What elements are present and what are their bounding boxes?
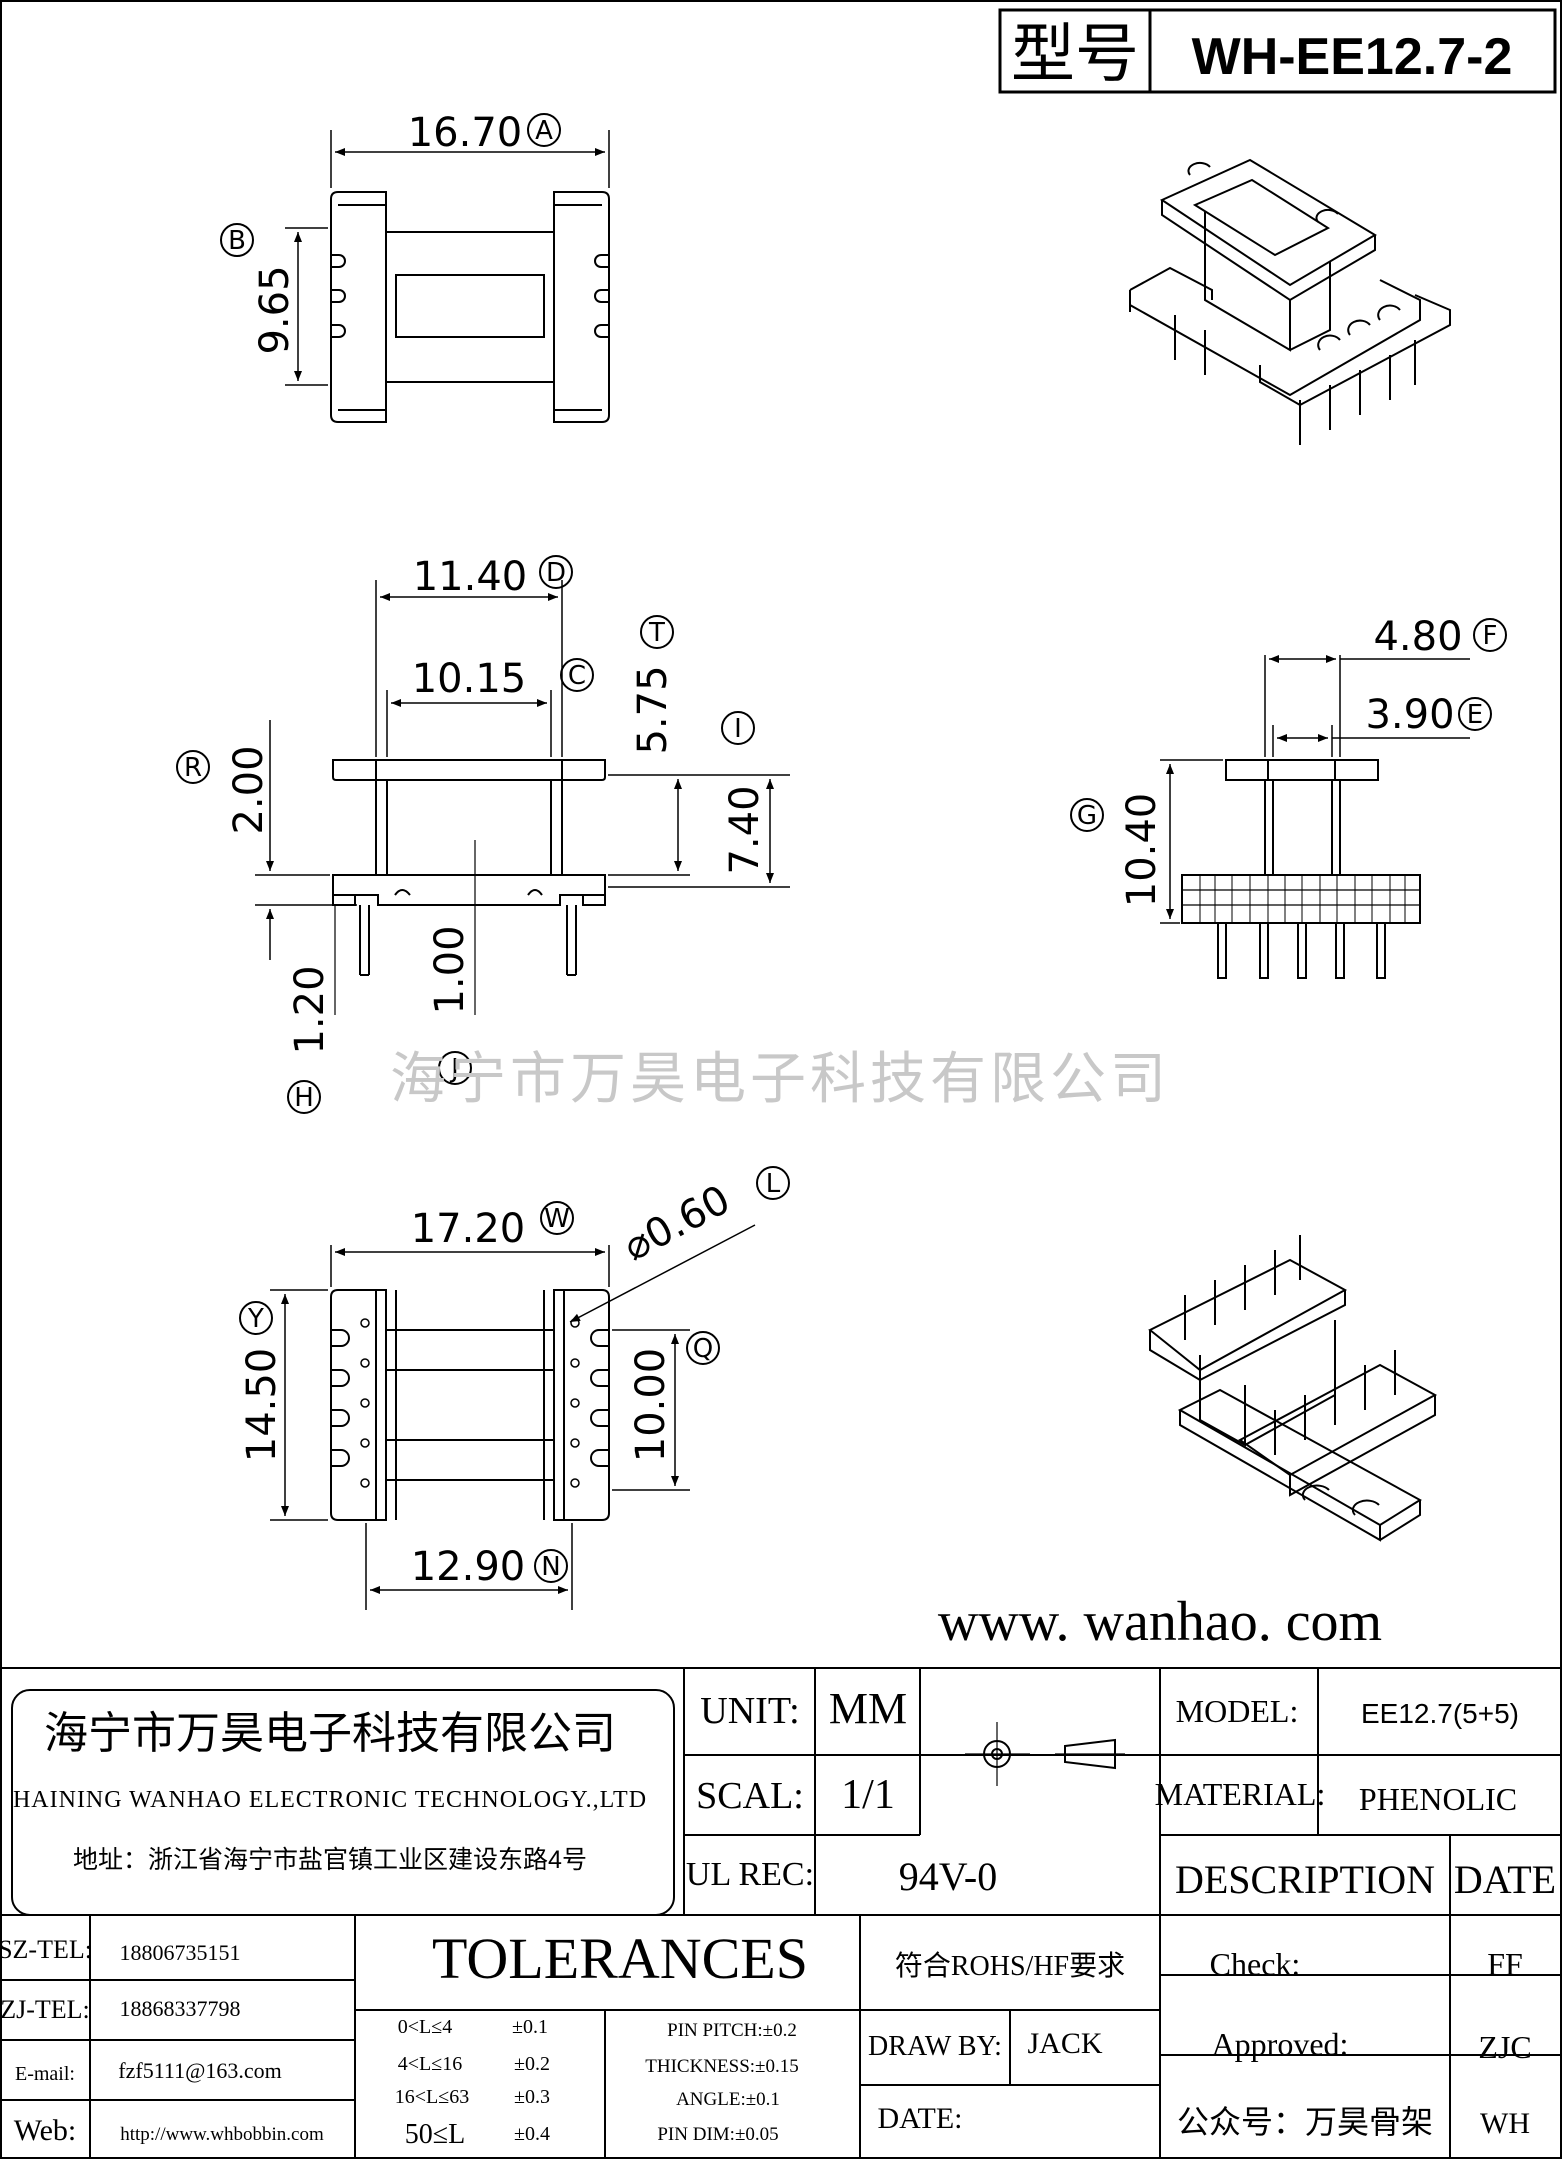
company-name-cn: 海宁市万昊电子科技有限公司	[44, 1709, 616, 1758]
material-value: PHENOLIC	[1359, 1781, 1517, 1817]
contact-label-email: E-mail:	[15, 2063, 75, 2085]
draw-by-value: JACK	[1027, 2027, 1102, 2060]
approved-value: ZJC	[1478, 2029, 1531, 2065]
dim-B-value: 9.65	[252, 265, 298, 354]
wechat-label: 公众号：万昊骨架	[1177, 2104, 1433, 2140]
contact-label-web: Web:	[14, 2114, 77, 2147]
tol-thickness: THICKNESS:±0.15	[645, 2056, 798, 2077]
scale-value: 1/1	[841, 1772, 895, 1818]
tag-T: T	[648, 618, 665, 648]
tol-range-2: 4<L≤16	[398, 2053, 462, 2075]
model-spec-value: EE12.7(5+5)	[1361, 1698, 1519, 1729]
dim-A-value: 16.70	[408, 110, 523, 156]
unit-value: MM	[829, 1684, 907, 1733]
dim-I-value: 7.40	[722, 785, 768, 874]
dim-Y-value: 14.50	[239, 1348, 285, 1463]
tol-value-2: ±0.2	[514, 2053, 550, 2075]
tol-range-1: 0<L≤4	[398, 2016, 452, 2038]
dim-C-value: 10.15	[412, 656, 527, 702]
rohs-note: 符合ROHS/HF要求	[895, 1950, 1125, 1982]
tag-Q: Q	[693, 1334, 713, 1364]
tol-range-4: 50≤L	[405, 2119, 465, 2150]
tag-E: E	[1467, 700, 1483, 730]
dim-D-value: 11.40	[413, 554, 528, 600]
tag-J: J	[449, 1054, 459, 1084]
wechat-value: WH	[1480, 2107, 1530, 2140]
contact-label-sz-tel: SZ-TEL:	[0, 1935, 92, 1964]
tol-angle: ANGLE:±0.1	[676, 2089, 780, 2110]
dim-L-value: 0.60	[637, 1177, 737, 1259]
tag-R: R	[184, 753, 202, 783]
isometric-view-top	[1129, 158, 1451, 445]
contact-value-email: fzf5111@163.com	[118, 2058, 281, 2083]
tolerances-title: TOLERANCES	[432, 1926, 808, 1991]
contact-label-zj-tel: ZJ-TEL:	[0, 1995, 90, 2024]
dim-G-value: 10.40	[1119, 793, 1165, 908]
dim-N-value: 12.90	[411, 1544, 526, 1590]
tag-G: G	[1077, 801, 1097, 831]
dim-E-value: 3.90	[1365, 692, 1454, 738]
dim-R-value: 2.00	[226, 745, 272, 834]
side-view	[1160, 655, 1470, 979]
date-header: DATE	[1454, 1857, 1556, 1902]
tag-Y: Y	[247, 1304, 264, 1334]
tag-I: I	[734, 714, 742, 744]
model-number: WH-EE12.7-2	[1192, 28, 1513, 86]
tol-pin-dim: PIN DIM:±0.05	[657, 2124, 778, 2145]
model-label: 型号	[1011, 19, 1139, 90]
bottom-view	[270, 1224, 756, 1610]
approved-label: Approved:	[1212, 2026, 1349, 2062]
tol-pin-pitch: PIN PITCH:±0.2	[667, 2020, 797, 2041]
tol-value-4: ±0.4	[514, 2123, 550, 2145]
date-label: DATE:	[878, 2102, 963, 2135]
contact-value-web: http://www.whbobbin.com	[120, 2124, 324, 2145]
model-spec-label: MODEL:	[1176, 1693, 1299, 1729]
dim-J-value: 1.00	[427, 925, 473, 1014]
tol-value-3: ±0.3	[514, 2086, 550, 2108]
company-name-en: HAINING WANHAO ELECTRONIC TECHNOLOGY.,LT…	[13, 1787, 647, 1813]
front-view	[255, 580, 790, 1015]
company-address: 地址：浙江省海宁市盐官镇工业区建设东路4号	[73, 1846, 587, 1874]
dim-F-value: 4.80	[1373, 614, 1462, 660]
tol-value-1: ±0.1	[512, 2016, 548, 2038]
tag-B: B	[228, 226, 246, 256]
tag-C: C	[568, 661, 586, 691]
title-block	[1, 1667, 1561, 2159]
ul-value: 94V-0	[899, 1854, 998, 1899]
top-view	[285, 130, 610, 423]
tag-W: W	[544, 1204, 570, 1234]
draw-by-label: DRAW BY:	[868, 2031, 1002, 2062]
tag-D: D	[546, 558, 566, 588]
tag-F: F	[1483, 621, 1498, 651]
dim-H-value: 1.20	[287, 965, 333, 1054]
check-value: FF	[1487, 1946, 1523, 1982]
watermark-text: 海宁市万昊电子科技有限公司	[390, 1049, 1170, 1111]
contact-value-sz-tel: 18806735151	[120, 1940, 241, 1965]
tol-range-3: 16<L≤63	[395, 2086, 469, 2108]
isometric-view-bottom	[1148, 1235, 1438, 1542]
website-text: www. wanhao. com	[938, 1591, 1382, 1653]
svg-text:⌀0.60: ⌀0.60	[616, 1177, 738, 1271]
description-header: DESCRIPTION	[1175, 1857, 1435, 1902]
tag-A: A	[535, 116, 553, 146]
dim-Q-value: 10.00	[628, 1348, 674, 1463]
tag-H: H	[294, 1083, 314, 1113]
tag-L: L	[766, 1169, 781, 1199]
dim-T-value: 5.75	[630, 665, 676, 754]
contact-value-zj-tel: 18868337798	[120, 1996, 241, 2021]
check-label: Check:	[1210, 1946, 1301, 1982]
unit-label: UNIT:	[700, 1690, 799, 1732]
ul-label: UL REC:	[686, 1856, 814, 1893]
material-label: MATERIAL:	[1155, 1776, 1326, 1812]
tag-N: N	[541, 1552, 560, 1582]
model-header: 型号 WH-EE12.7-2	[998, 8, 1557, 94]
dim-W-value: 17.20	[411, 1206, 526, 1252]
scale-label: SCAL:	[696, 1775, 804, 1817]
